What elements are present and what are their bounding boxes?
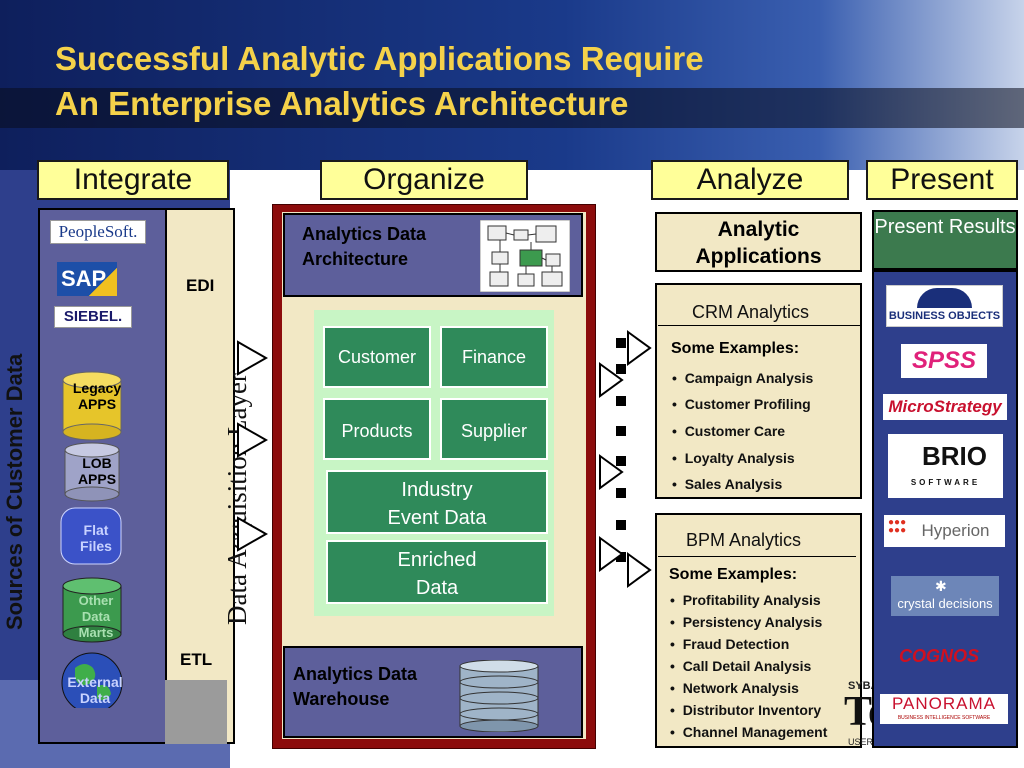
crm-example-item: • Campaign Analysis <box>672 370 814 386</box>
legacy-apps-label: Legacy APPS <box>72 380 122 412</box>
arrow-icon <box>627 552 652 588</box>
panorama-subtext: BUSINESS INTELLIGENCE SOFTWARE <box>897 715 991 721</box>
title-banner <box>0 0 1024 170</box>
brio-text: BRIO <box>922 441 987 471</box>
analytics-data-architecture-label: Analytics Data Architecture <box>302 224 427 269</box>
crm-example-item: • Loyalty Analysis <box>672 450 795 466</box>
database-icon <box>459 660 539 732</box>
siebel-logo: SIEBEL. <box>54 306 132 328</box>
architecture-diagram-icon <box>480 220 570 292</box>
other-data-marts-label: Other Data Marts <box>78 593 114 640</box>
crm-analytics-panel <box>655 283 862 499</box>
organize-header: Organize <box>320 160 528 200</box>
crm-example-item: • Customer Care <box>672 423 786 439</box>
present-vendors-panel <box>872 270 1018 748</box>
analytic-applications-box: Analytic Applications <box>655 212 862 272</box>
products-cell: Products <box>323 398 431 460</box>
arrow-icon <box>599 454 624 490</box>
brio-subtext: SOFTWARE <box>910 478 981 487</box>
sybase-logo-top: SYBA <box>848 680 879 692</box>
business-objects-logo: BUSINESS OBJECTS <box>886 285 1003 327</box>
bpm-example-item: • Distributor Inventory <box>670 702 822 718</box>
organize-to-analyze-connector <box>599 330 652 588</box>
arrow-icon <box>237 422 269 458</box>
title-band <box>0 88 1024 128</box>
analyze-header: Analyze <box>651 160 849 200</box>
customer-cell: Customer <box>323 326 431 388</box>
industry-event-data-cell: Industry Event Data <box>326 470 548 534</box>
spss-logo: SPSS <box>901 344 987 378</box>
arrow-icon <box>599 362 624 398</box>
bpm-example-item: • Profitability Analysis <box>670 592 821 608</box>
peoplesoft-logo: PeopleSoft. <box>50 220 146 244</box>
present-results-box: Present Results <box>872 210 1018 270</box>
external-data-label: External Data <box>67 674 123 706</box>
bpm-analytics-title: BPM Analytics <box>686 530 802 550</box>
bpm-example-item: • Call Detail Analysis <box>670 658 812 674</box>
lob-apps-label: LOB APPS <box>77 455 117 487</box>
arrow-icon <box>627 330 652 366</box>
crystal-decisions-logo: crystal decisions <box>891 576 999 616</box>
page-title-line2: An Enterprise Analytics Architecture <box>55 85 629 122</box>
bpm-example-item: • Channel Management <box>670 724 828 740</box>
sources-of-customer-data-label: Sources of Customer Data <box>2 353 27 630</box>
edi-label: EDI <box>186 276 215 295</box>
page-title-line1: Successful Analytic Applications Require <box>55 40 704 77</box>
bpm-divider <box>658 556 856 557</box>
crm-examples-label: Some Examples: <box>671 340 800 357</box>
analytics-data-warehouse-label: Analytics Data Warehouse <box>293 664 418 709</box>
external-data-globe <box>61 652 123 708</box>
other-data-marts-cylinder <box>62 577 122 643</box>
hyperion-logo: Hyperion <box>884 515 1005 547</box>
flat-files-label: Flat Files <box>80 522 112 554</box>
hyperion-icon: ●●●●●● <box>888 517 907 536</box>
arrow-icon <box>237 340 269 376</box>
bpm-example-item: • Fraud Detection <box>670 636 790 652</box>
bpm-analytics-panel <box>655 513 862 748</box>
etl-panel-shade <box>165 680 227 744</box>
crm-example-item: • Sales Analysis <box>672 476 783 492</box>
flat-files-shape <box>60 507 122 565</box>
arrow-icon <box>237 516 269 552</box>
bpm-example-item: • Network Analysis <box>670 680 799 696</box>
crm-analytics-title: CRM Analytics <box>692 302 810 322</box>
arrow-icon <box>599 536 624 572</box>
brio-logo: BRIO SOFTWARE <box>888 434 1003 498</box>
lob-apps-cylinder <box>64 442 120 502</box>
cognos-logo: COGNOS <box>898 646 979 666</box>
bpm-example-item: • Persistency Analysis <box>670 614 823 630</box>
etl-to-organize-arrows <box>237 340 269 552</box>
sap-logo: SAP <box>57 262 117 296</box>
sybase-logo-sub: USER T <box>848 737 881 747</box>
legacy-apps-cylinder <box>62 371 122 441</box>
panorama-logo: PANORAMA BUSINESS INTELLIGENCE SOFTWARE <box>880 694 1008 724</box>
etl-label: ETL <box>180 650 213 669</box>
business-objects-icon <box>917 288 972 308</box>
enriched-data-cell: Enriched Data <box>326 540 548 604</box>
hyperion-text: Hyperion <box>921 521 990 540</box>
business-objects-text: BUSINESS OBJECTS <box>888 310 1001 322</box>
panorama-text: PANORAMA <box>891 694 997 713</box>
supplier-cell: Supplier <box>440 398 548 460</box>
finance-cell: Finance <box>440 326 548 388</box>
bpm-examples-label: Some Examples: <box>669 566 798 583</box>
integrate-header: Integrate <box>37 160 229 200</box>
crm-example-item: • Customer Profiling <box>672 396 811 412</box>
crm-divider <box>658 325 860 326</box>
source-cylinders <box>60 371 123 708</box>
present-header: Present <box>866 160 1018 200</box>
crystal-icon: ✱ <box>935 578 947 594</box>
microstrategy-logo: MicroStrategy <box>883 394 1007 420</box>
